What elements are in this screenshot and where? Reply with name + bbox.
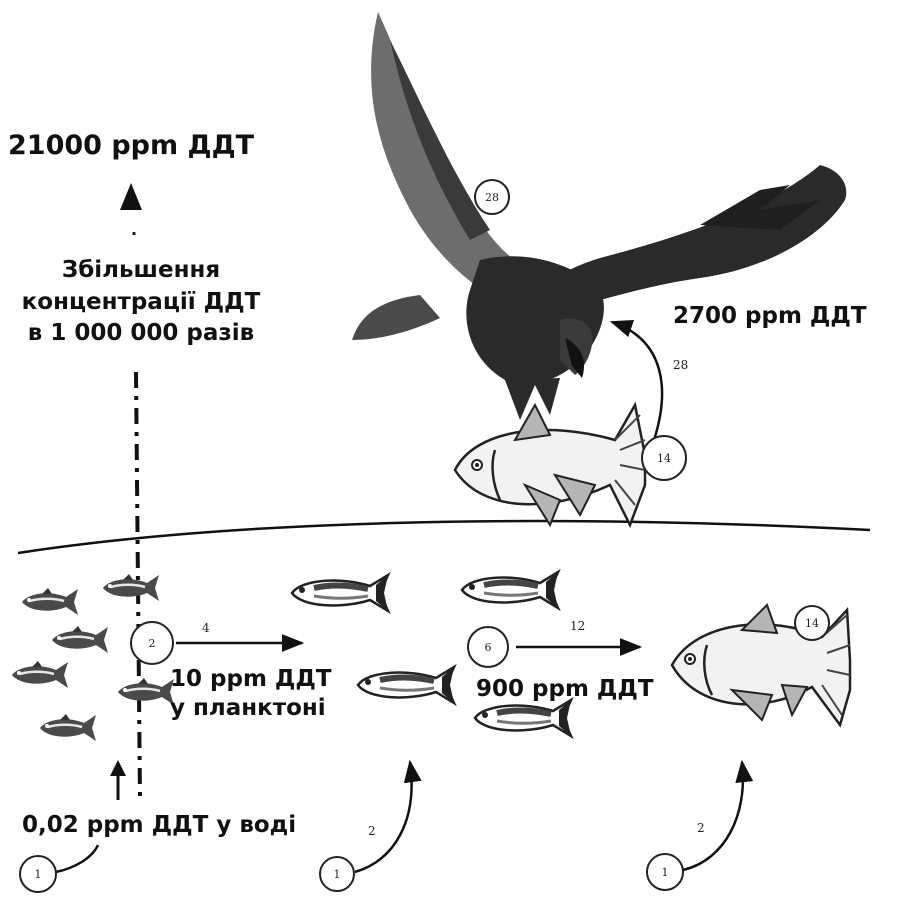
svg-text:1: 1 xyxy=(662,866,669,879)
count-bubble: 2 xyxy=(131,622,173,664)
magnification-line-2: концентрації ДДТ xyxy=(6,287,276,319)
svg-text:6: 6 xyxy=(485,641,492,654)
top-ddt-label: 21000 ppm ДДТ xyxy=(8,130,254,161)
water-surface-line xyxy=(18,521,870,553)
arrow-number: 12 xyxy=(570,619,585,633)
arrow-up-icon xyxy=(120,183,142,210)
arrow-number: 2 xyxy=(697,821,705,835)
count-bubble: 1 xyxy=(647,854,683,890)
count-bubble: 1 xyxy=(20,856,56,892)
count-bubble: 14 xyxy=(642,436,686,480)
count-bubble: 6 xyxy=(468,627,508,667)
magnification-label: Збільшення концентрації ДДТ в 1 000 000 … xyxy=(6,255,276,350)
small-fish-icon xyxy=(292,572,571,736)
arrow-up-icon xyxy=(110,760,126,776)
arrow-number: 2 xyxy=(368,824,376,838)
eagle-ddt-label: 2700 ppm ДДТ xyxy=(673,303,867,329)
eagle-icon xyxy=(352,12,846,420)
fish-icon xyxy=(455,405,645,525)
count-bubble: 28 xyxy=(475,180,509,214)
arrow-bottom-right xyxy=(683,762,743,870)
plankton-ddt-label: 10 ppm ДДТ у планктоні xyxy=(170,665,332,723)
svg-text:28: 28 xyxy=(485,191,499,204)
count-bubble: 14 xyxy=(795,606,829,640)
magnification-line-1: Збільшення xyxy=(6,255,276,287)
arrow-number: 4 xyxy=(202,621,210,635)
svg-text:14: 14 xyxy=(657,452,671,465)
arrow-bottom-middle xyxy=(355,762,412,872)
svg-text:14: 14 xyxy=(805,617,819,630)
magnification-line-3: в 1 000 000 разів xyxy=(6,318,276,350)
svg-text:1: 1 xyxy=(35,868,42,881)
small-fish-ddt-label: 900 ppm ДДТ xyxy=(476,676,654,702)
count-bubble: 1 xyxy=(320,857,354,891)
svg-text:2: 2 xyxy=(149,637,156,650)
arrow-number: 28 xyxy=(673,358,688,372)
plankton-line-2: у планктоні xyxy=(170,694,332,723)
water-ddt-label: 0,02 ppm ДДТ у воді xyxy=(22,812,296,838)
arrow-bottom-left xyxy=(56,845,98,872)
plankton-line-1: 10 ppm ДДТ xyxy=(170,665,332,694)
svg-text:1: 1 xyxy=(334,868,341,881)
